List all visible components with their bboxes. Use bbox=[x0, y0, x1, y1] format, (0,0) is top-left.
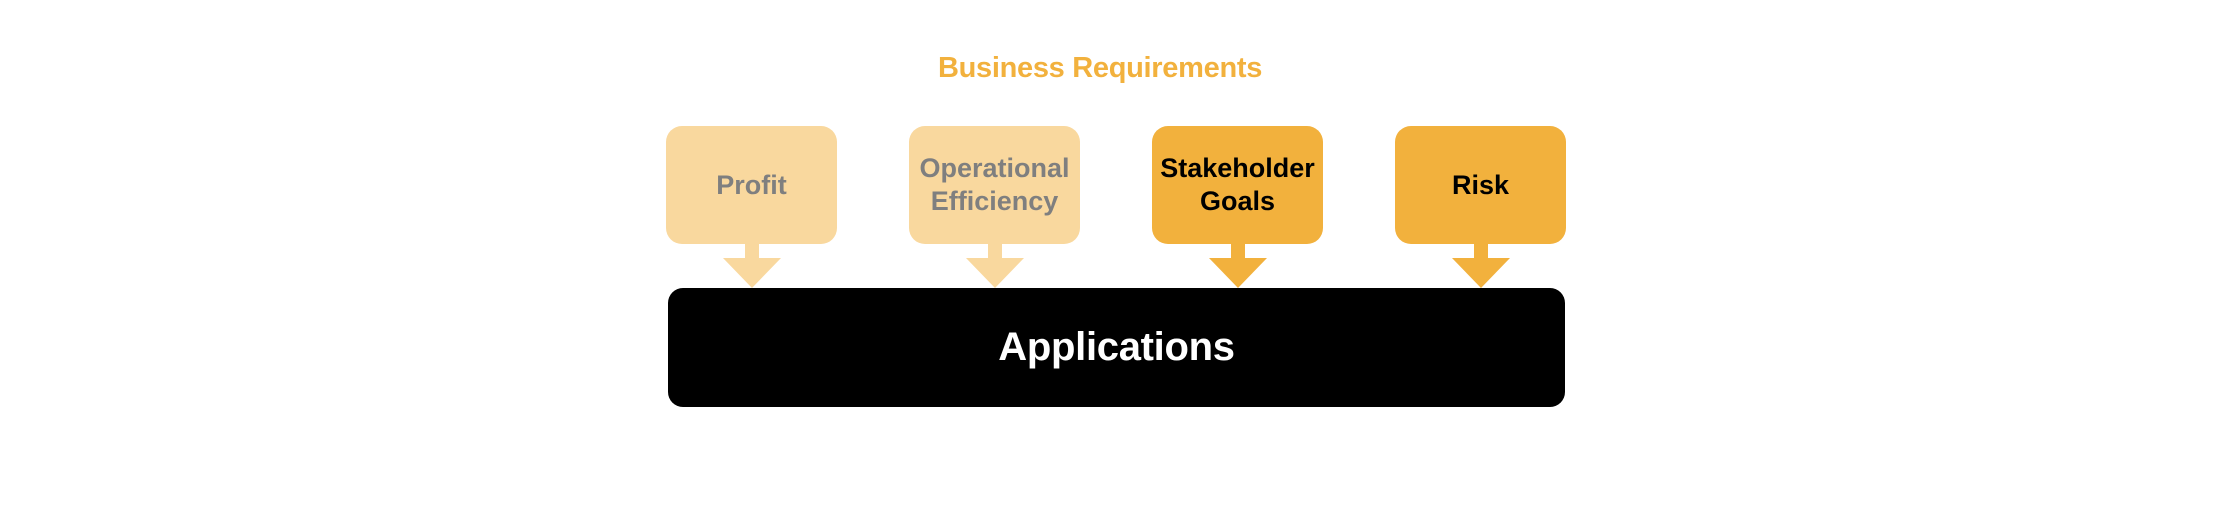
requirement-box-operational-efficiency: Operational Efficiency bbox=[909, 126, 1080, 244]
arrow-down-icon bbox=[1452, 244, 1510, 288]
requirement-box-risk: Risk bbox=[1395, 126, 1566, 244]
requirement-box-stakeholder-goals: Stakeholder Goals bbox=[1152, 126, 1323, 244]
arrow-down-icon bbox=[966, 244, 1024, 288]
requirement-label-operational-efficiency: Operational Efficiency bbox=[919, 153, 1070, 216]
requirement-label-risk: Risk bbox=[1451, 169, 1510, 200]
requirement-label-profit: Profit bbox=[716, 169, 787, 200]
applications-box: Applications bbox=[668, 288, 1565, 407]
arrow-down-icon bbox=[1209, 244, 1267, 288]
arrow-down-icon bbox=[723, 244, 781, 288]
heading-business-requirements: Business Requirements bbox=[937, 52, 1263, 84]
requirement-label-stakeholder-goals: Stakeholder Goals bbox=[1160, 153, 1315, 216]
requirement-box-profit: Profit bbox=[666, 126, 837, 244]
applications-label: Applications bbox=[998, 325, 1235, 369]
